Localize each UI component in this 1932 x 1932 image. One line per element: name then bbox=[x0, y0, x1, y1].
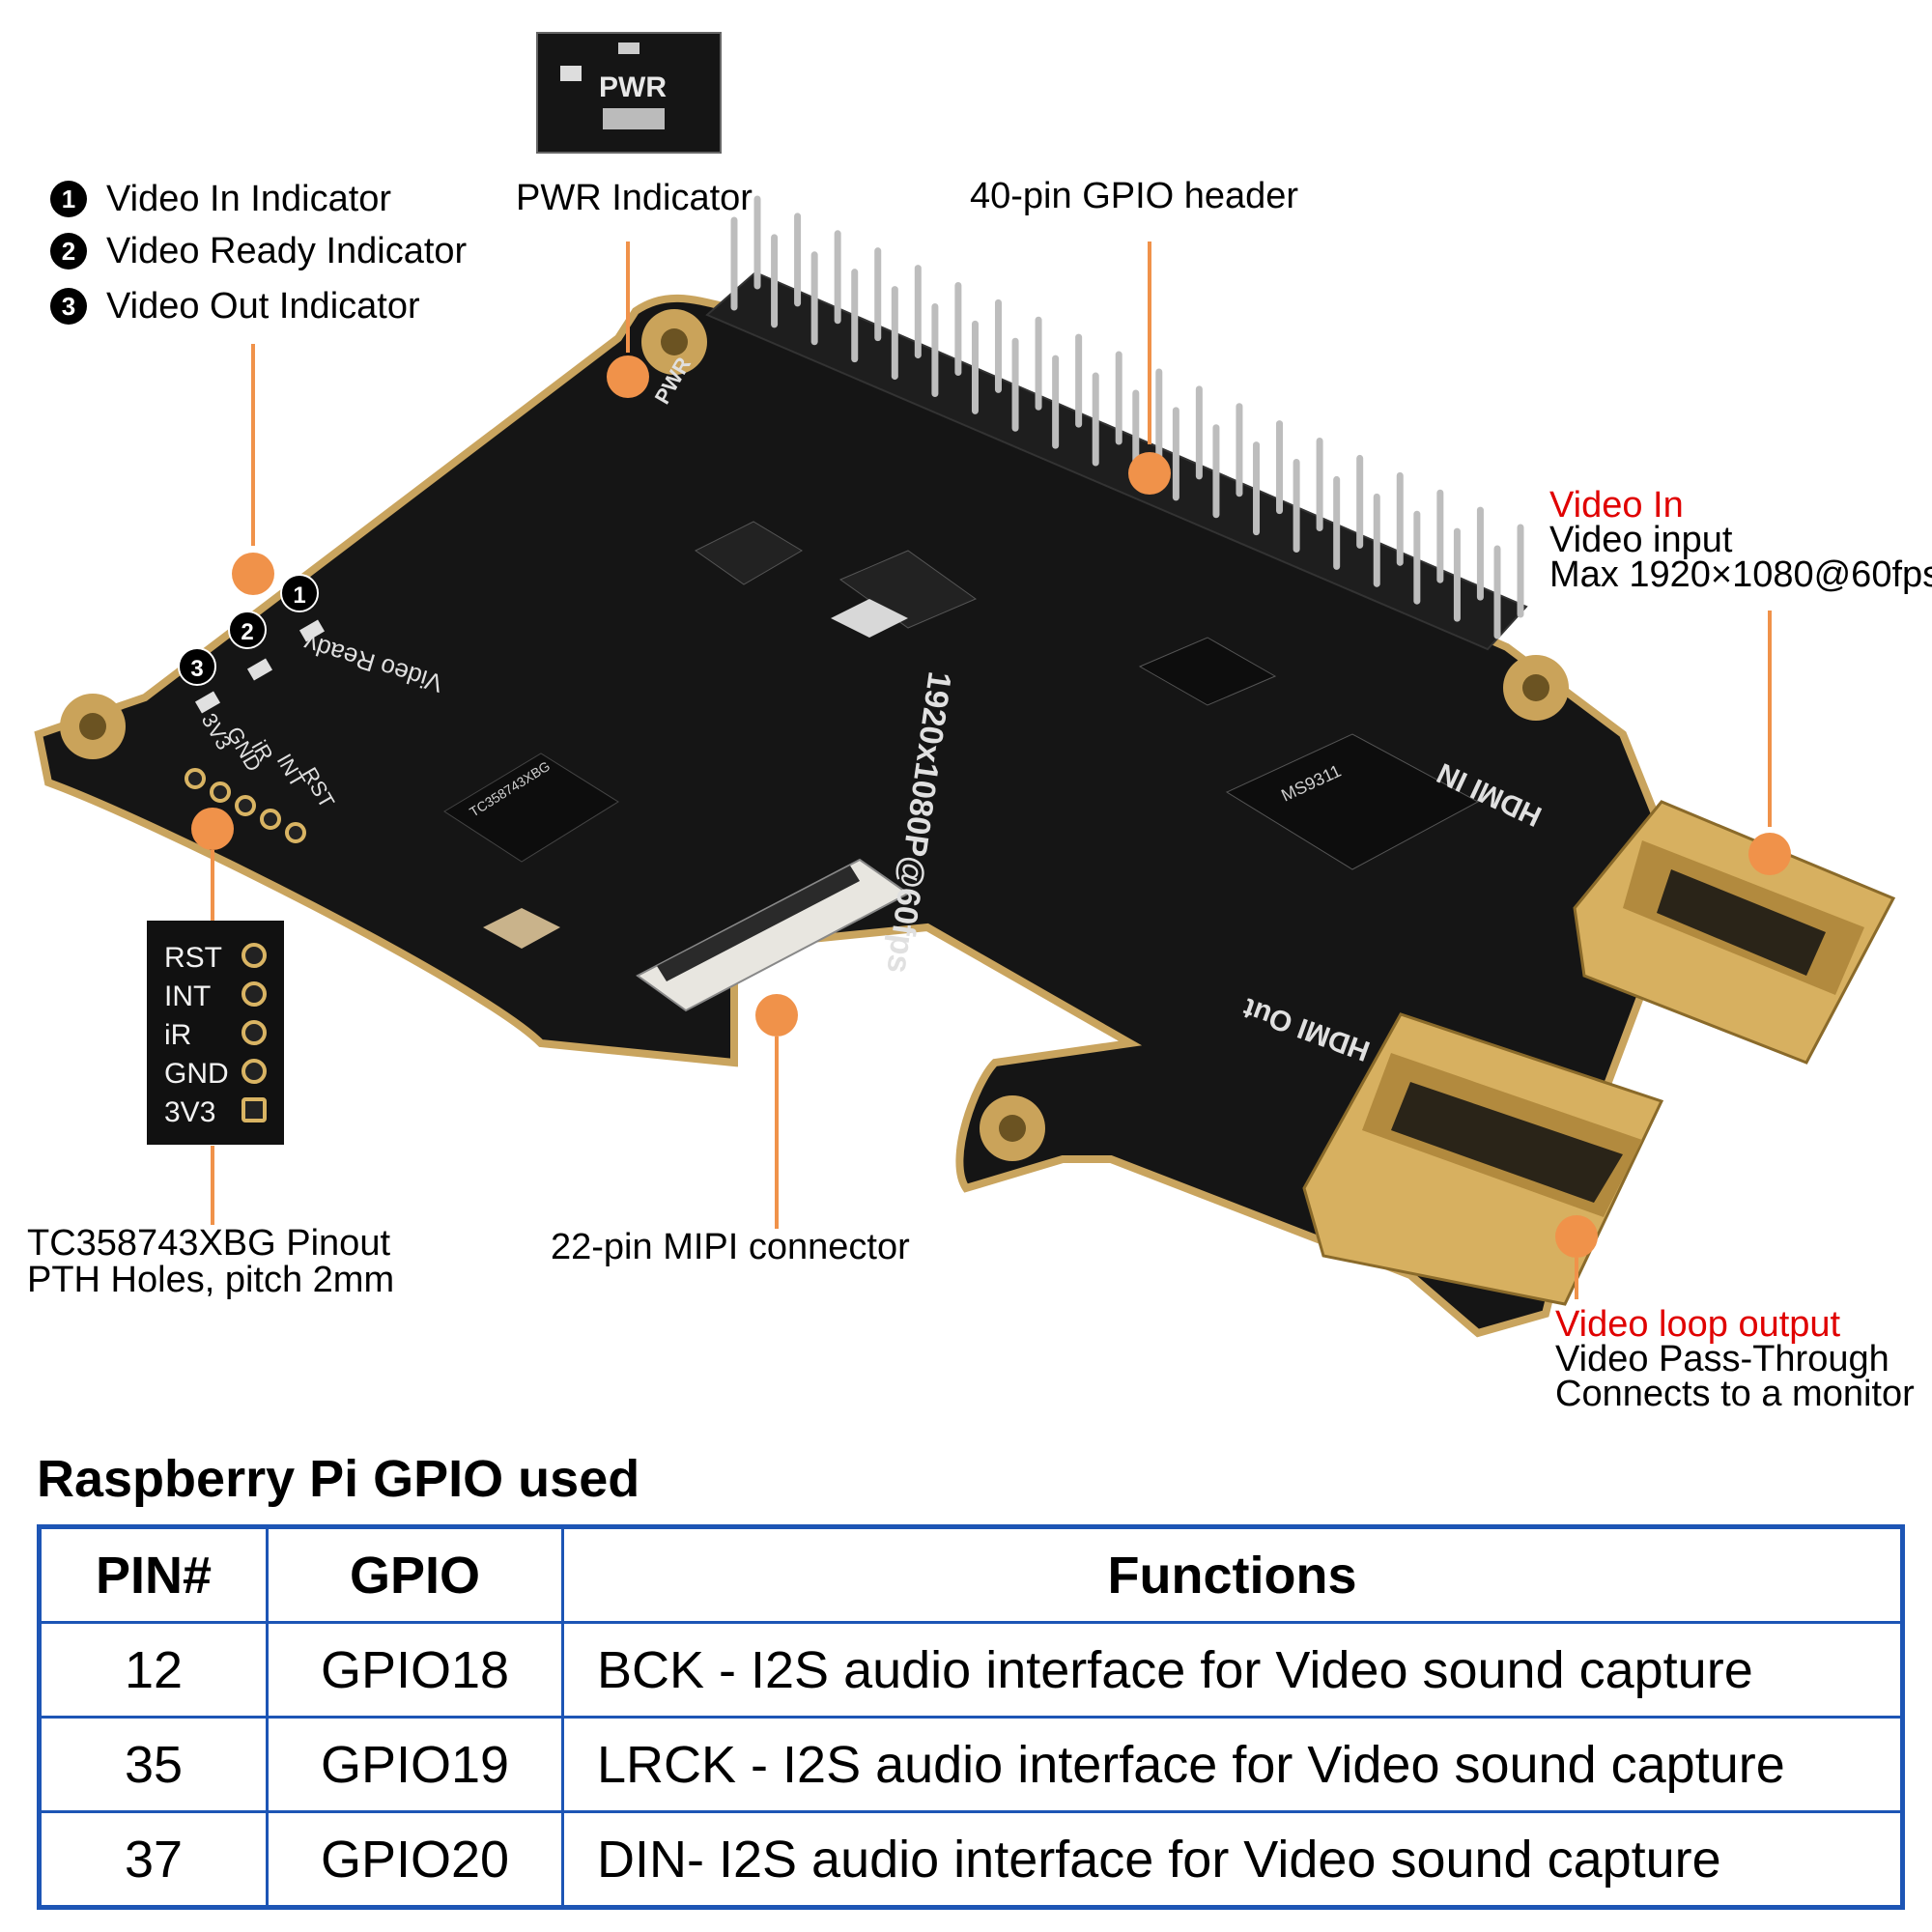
pinout-label: 3V3 bbox=[164, 1096, 216, 1128]
hdmi-in-connector bbox=[1573, 800, 1896, 1065]
legend-item-2: 2 Video Ready Indicator bbox=[50, 230, 467, 272]
cell-function: LRCK - I2S audio interface for Video sou… bbox=[561, 1716, 1904, 1813]
board-pin-pad bbox=[185, 768, 206, 789]
board-leds bbox=[194, 619, 326, 714]
pinout-inset: RST INT iR GND 3V3 bbox=[147, 921, 284, 1145]
legend-label-3: Video Out Indicator bbox=[106, 285, 420, 327]
table-row: 35 GPIO19 LRCK - I2S audio interface for… bbox=[38, 1716, 1904, 1813]
header-functions: Functions bbox=[561, 1525, 1904, 1624]
mipi-connector bbox=[636, 858, 910, 1012]
pinout-label-line-2: PTH Holes, pitch 2mm bbox=[27, 1260, 395, 1300]
board-pin-pad bbox=[260, 809, 281, 830]
pwr-silk-text: PWR bbox=[599, 71, 667, 103]
board-illustration: PWR bbox=[34, 32, 1896, 1338]
pinout-pad bbox=[242, 1097, 267, 1122]
table-header-row: PIN# GPIO Functions bbox=[38, 1525, 1904, 1624]
legend-item-1: 1 Video In Indicator bbox=[50, 178, 391, 220]
legend-number-2: 2 bbox=[50, 233, 87, 270]
pinout-row: GND bbox=[147, 1054, 284, 1093]
cell-pin: 12 bbox=[38, 1621, 269, 1719]
loop-output-line-1: Video Pass-Through bbox=[1555, 1339, 1889, 1379]
pcb-board bbox=[34, 294, 1666, 1338]
callouts bbox=[191, 242, 1791, 1299]
marker-3: 3 bbox=[190, 656, 203, 682]
cell-gpio: GPIO19 bbox=[266, 1716, 564, 1813]
board-pin-pad bbox=[285, 822, 306, 843]
mipi-connector-label: 22-pin MIPI connector bbox=[551, 1227, 910, 1267]
pinout-pad bbox=[242, 943, 267, 968]
marker-2: 2 bbox=[241, 619, 253, 645]
loop-output-title: Video loop output bbox=[1555, 1304, 1841, 1345]
cell-pin: 37 bbox=[38, 1810, 269, 1909]
pinout-label: RST bbox=[164, 942, 222, 974]
table-row: 37 GPIO20 DIN- I2S audio interface for V… bbox=[38, 1810, 1904, 1909]
legend-number-1: 1 bbox=[50, 181, 87, 217]
pinout-row: 3V3 bbox=[147, 1093, 284, 1131]
pinout-pad bbox=[242, 1059, 267, 1084]
table-row: 12 GPIO18 BCK - I2S audio interface for … bbox=[38, 1621, 1904, 1719]
board-pin-pad bbox=[235, 795, 256, 816]
hdmi-out-connector bbox=[1302, 1012, 1664, 1306]
pinout-label: iR bbox=[164, 1019, 192, 1051]
gpio-table-title: Raspberry Pi GPIO used bbox=[37, 1450, 640, 1508]
cell-gpio: GPIO20 bbox=[266, 1810, 564, 1909]
pwr-inset-photo: PWR bbox=[536, 32, 722, 154]
header-gpio: GPIO bbox=[266, 1525, 564, 1624]
cell-pin: 35 bbox=[38, 1716, 269, 1813]
pinout-label: INT bbox=[164, 980, 212, 1012]
marker-1: 1 bbox=[293, 582, 305, 609]
header-pin: PIN# bbox=[38, 1525, 269, 1624]
board-markers: 1 2 3 bbox=[178, 574, 319, 686]
legend-item-3: 3 Video Out Indicator bbox=[50, 285, 420, 327]
video-in-line-2: Max 1920×1080@60fps bbox=[1549, 554, 1932, 595]
gpio-header bbox=[705, 195, 1528, 651]
loop-output-line-2: Connects to a monitor bbox=[1555, 1374, 1915, 1414]
pinout-pad bbox=[242, 1020, 267, 1045]
gpio-table: PIN# GPIO Functions 12 GPIO18 BCK - I2S … bbox=[37, 1524, 1905, 1910]
cell-function: DIN- I2S audio interface for Video sound… bbox=[561, 1810, 1904, 1909]
pinout-label-line-1: TC358743XBG Pinout bbox=[27, 1223, 391, 1264]
pinout-label: GND bbox=[164, 1058, 229, 1090]
cell-gpio: GPIO18 bbox=[266, 1621, 564, 1719]
video-in-line-1: Video input bbox=[1549, 520, 1733, 560]
mounting-holes bbox=[60, 309, 1569, 1161]
video-in-title: Video In bbox=[1549, 485, 1684, 526]
gpio-header-label: 40-pin GPIO header bbox=[970, 176, 1299, 216]
pinout-row: INT bbox=[147, 977, 284, 1015]
board-pin-pad bbox=[210, 781, 231, 803]
pwr-indicator-label: PWR Indicator bbox=[516, 178, 753, 218]
chips bbox=[443, 521, 1480, 949]
pinout-row: iR bbox=[147, 1015, 284, 1054]
cell-function: BCK - I2S audio interface for Video soun… bbox=[561, 1621, 1904, 1719]
pinout-pad bbox=[242, 981, 267, 1007]
legend-number-3: 3 bbox=[50, 288, 87, 325]
legend-label-2: Video Ready Indicator bbox=[106, 230, 468, 271]
pinout-row: RST bbox=[147, 938, 284, 977]
legend-label-1: Video In Indicator bbox=[106, 178, 392, 219]
